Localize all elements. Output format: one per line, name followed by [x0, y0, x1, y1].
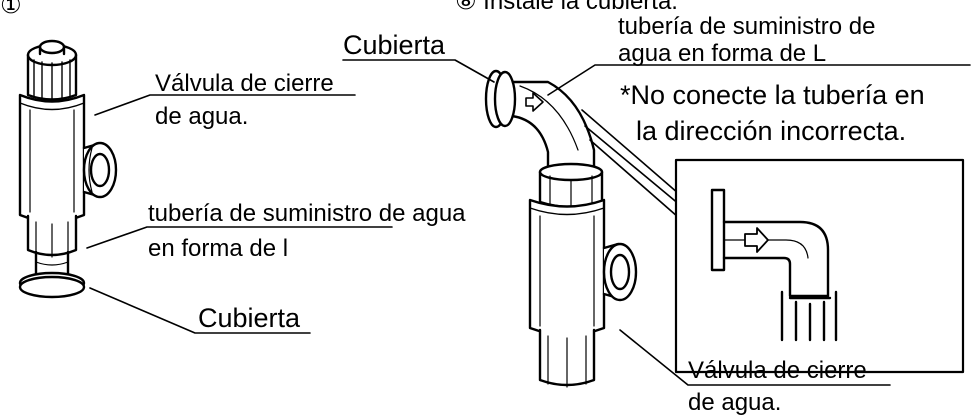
- left-pipe-label-line1: tubería de suministro de agua: [148, 200, 466, 227]
- right-warning-line2: la dirección incorrecta.: [636, 116, 907, 146]
- left-valve-label-line2: de agua.: [155, 103, 249, 130]
- right-leader-lines: [342, 59, 971, 386]
- right-cover-label: Cubierta: [343, 30, 446, 60]
- right-warning-line1: *No conecte la tubería en: [620, 80, 925, 110]
- left-pipe-label-line2: en forma de l: [148, 235, 289, 262]
- right-pipe-label-line2: agua en forma de L: [618, 40, 827, 67]
- left-leader-lines: [86, 94, 393, 334]
- right-pipe-label-line1: tubería de suministro de: [618, 13, 876, 40]
- right-valve-label-line2: de agua.: [688, 389, 782, 416]
- left-step-marker: ①: [0, 0, 22, 19]
- left-cover-label: Cubierta: [198, 303, 301, 333]
- detail-inset: [674, 158, 965, 374]
- right-valve-label-line1: Válvula de cierre: [688, 357, 867, 384]
- right-valve-illustration: [484, 69, 638, 388]
- left-valve-label-line1: Válvula de cierre: [155, 70, 334, 97]
- right-step-heading: ⑧ Instale la cubierta.: [455, 0, 678, 15]
- left-valve-illustration: [18, 39, 118, 299]
